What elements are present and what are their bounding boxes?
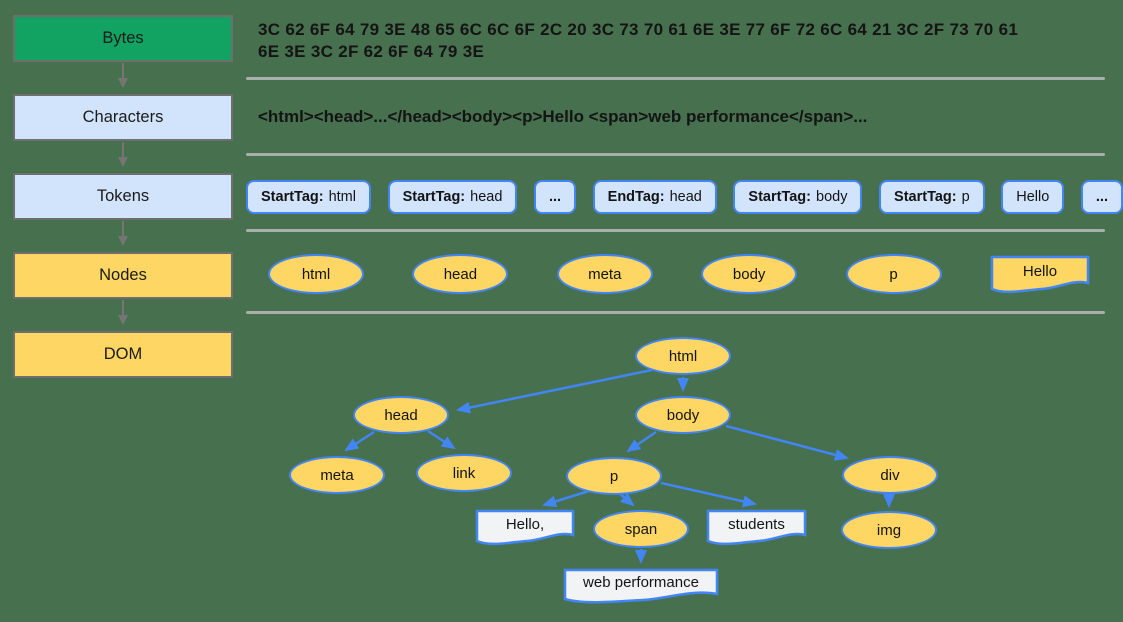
stage-label: Characters bbox=[82, 108, 164, 126]
token-value: body bbox=[816, 189, 848, 205]
node-label: p bbox=[609, 467, 619, 485]
node-ellipse-html: html bbox=[268, 254, 364, 294]
token-type: StartTag: bbox=[261, 189, 324, 205]
characters-string: <html><head>...</head><body><p>Hello <sp… bbox=[258, 107, 868, 126]
token-value: head bbox=[470, 189, 503, 205]
node-label: html bbox=[668, 347, 698, 365]
document-shape bbox=[990, 255, 1090, 294]
tokens-row: StartTag:html StartTag:head ... EndTag:h… bbox=[246, 180, 1123, 214]
node-label: html bbox=[301, 265, 331, 283]
divider-tokens-nodes bbox=[246, 229, 1105, 232]
document-shape bbox=[475, 509, 575, 546]
dom-node-text-web-performance: web performance bbox=[563, 567, 719, 604]
node-label: img bbox=[876, 521, 902, 539]
token-ellipsis: ... bbox=[533, 180, 577, 214]
node-label: head bbox=[384, 406, 418, 424]
token-starttag-body: StartTag: body bbox=[733, 180, 863, 214]
dom-node-div: div bbox=[842, 456, 938, 494]
dom-node-text-students: students bbox=[706, 508, 807, 546]
divider-nodes-dom bbox=[246, 311, 1105, 314]
token-value: head bbox=[669, 189, 702, 205]
node-label: students bbox=[728, 515, 785, 533]
token-value: p bbox=[961, 189, 970, 205]
dom-node-link: link bbox=[416, 454, 512, 492]
node-ellipse-p: p bbox=[845, 254, 942, 294]
stage-box-tokens: Tokens bbox=[13, 173, 233, 220]
stage-box-dom: DOM bbox=[13, 331, 233, 378]
dom-node-text-hello: Hello, bbox=[475, 508, 575, 546]
token-ellipsis: ... bbox=[1080, 180, 1123, 214]
token-text-hello: Hello bbox=[1001, 180, 1065, 214]
node-label: meta bbox=[320, 466, 354, 484]
stage-box-bytes: Bytes bbox=[13, 15, 233, 62]
node-label: meta bbox=[588, 265, 622, 283]
node-label: Hello, bbox=[505, 515, 545, 533]
token-type: StartTag: bbox=[894, 189, 957, 205]
node-label: p bbox=[889, 265, 898, 283]
node-label: body bbox=[732, 265, 766, 283]
node-ellipse-body: body bbox=[701, 254, 798, 294]
token-type: StartTag: bbox=[402, 189, 466, 205]
node-label: link bbox=[452, 464, 476, 482]
token-starttag-p: StartTag:p bbox=[879, 180, 985, 214]
dom-node-meta: meta bbox=[289, 456, 385, 494]
node-label: Hello bbox=[1022, 262, 1058, 280]
document-shape bbox=[706, 509, 807, 546]
token-type: ... bbox=[1095, 189, 1108, 205]
token-type: StartTag: bbox=[748, 189, 811, 205]
dom-node-img: img bbox=[841, 511, 937, 549]
node-label: div bbox=[880, 466, 900, 484]
dom-node-html: html bbox=[635, 337, 731, 375]
stage-label: Nodes bbox=[99, 266, 147, 284]
node-document-hello: Hello bbox=[990, 254, 1090, 294]
stage-box-characters: Characters bbox=[13, 94, 233, 141]
dom-node-p: p bbox=[566, 457, 662, 495]
document-shape bbox=[563, 568, 719, 604]
dom-node-head: head bbox=[353, 396, 449, 434]
token-type: ... bbox=[548, 189, 562, 205]
token-endtag-head: EndTag:head bbox=[592, 180, 717, 214]
token-value: Hello bbox=[1016, 189, 1050, 205]
stage-box-nodes: Nodes bbox=[13, 252, 233, 299]
divider-bytes-characters bbox=[246, 77, 1105, 80]
stage-label: Bytes bbox=[102, 29, 144, 47]
node-label: head bbox=[443, 265, 478, 283]
bytes-hex-line-2: 6E 3E 3C 2F 62 6F 64 79 3E bbox=[258, 42, 485, 61]
token-starttag-head: StartTag:head bbox=[387, 180, 518, 214]
dom-node-body: body bbox=[635, 396, 731, 434]
bytes-hex-line-1: 3C 62 6F 64 79 3E 48 65 6C 6C 6F 2C 20 3… bbox=[258, 20, 1019, 39]
node-ellipse-head: head bbox=[412, 254, 509, 294]
token-value: html bbox=[328, 189, 356, 205]
nodes-row: html head meta body p Hello bbox=[268, 253, 1090, 295]
stage-label: Tokens bbox=[96, 187, 150, 205]
stage-label: DOM bbox=[103, 345, 143, 363]
node-label: span bbox=[624, 520, 658, 538]
token-type: EndTag: bbox=[607, 189, 665, 205]
dom-node-span: span bbox=[593, 510, 689, 548]
node-label: web performance bbox=[583, 574, 699, 591]
node-ellipse-meta: meta bbox=[556, 254, 653, 294]
token-starttag-html: StartTag:html bbox=[246, 180, 371, 214]
divider-characters-tokens bbox=[246, 153, 1105, 156]
node-label: body bbox=[666, 406, 700, 424]
